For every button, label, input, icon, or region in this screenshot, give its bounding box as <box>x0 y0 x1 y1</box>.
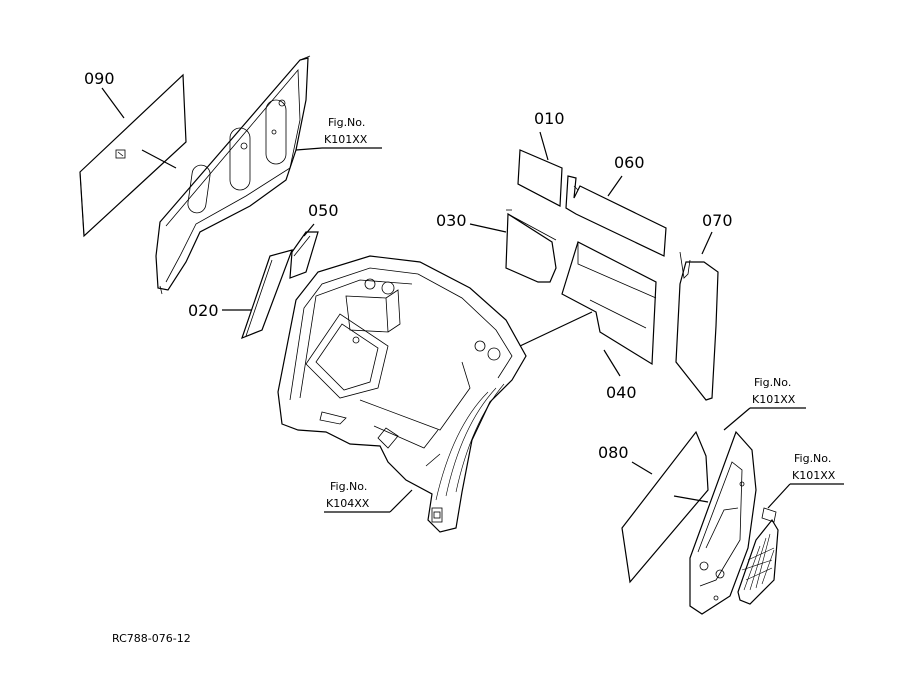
figure-reference-2: Fig.No. K104XX <box>326 480 370 510</box>
label-080: 080 <box>598 443 629 462</box>
fig-ref-2-code: K104XX <box>326 497 370 510</box>
part-070-panel <box>675 251 719 401</box>
rear-cab-panel <box>155 55 311 295</box>
label-070: 070 <box>702 211 733 230</box>
part-010-mat <box>517 149 563 207</box>
leader-lines <box>101 87 844 513</box>
fig-ref-2-caption: Fig.No. <box>330 480 367 493</box>
label-030: 030 <box>436 211 467 230</box>
label-060: 060 <box>614 153 645 172</box>
fig-ref-3-caption: Fig.No. <box>754 376 791 389</box>
side-cab-panel <box>689 430 757 615</box>
fig-ref-1-code: K101XX <box>324 133 368 146</box>
part-030-pad <box>505 209 557 283</box>
label-040: 040 <box>606 383 637 402</box>
rear-housing <box>277 255 527 533</box>
figure-reference-4: Fig.No. K101XX <box>792 452 836 482</box>
drawing-code: RC788-076-12 <box>112 632 191 645</box>
part-050-pad <box>289 231 319 279</box>
part-040-mat <box>561 241 657 366</box>
figure-reference-1: Fig.No. K101XX <box>324 116 368 146</box>
label-090: 090 <box>84 69 115 88</box>
fig-ref-4-caption: Fig.No. <box>794 452 831 465</box>
part-080-sheet <box>621 430 709 584</box>
part-060-mat <box>565 175 667 257</box>
label-020: 020 <box>188 301 219 320</box>
side-grille <box>737 507 779 605</box>
part-labels: 090 010 060 050 030 070 020 040 080 <box>84 69 733 462</box>
part-020-pad <box>241 249 293 340</box>
label-010: 010 <box>534 109 565 128</box>
part-090-sheet <box>79 73 187 238</box>
fig-ref-4-code: K101XX <box>792 469 836 482</box>
label-050: 050 <box>308 201 339 220</box>
fig-ref-1-caption: Fig.No. <box>328 116 365 129</box>
figure-reference-3: Fig.No. K101XX <box>752 376 796 406</box>
fig-ref-3-code: K101XX <box>752 393 796 406</box>
